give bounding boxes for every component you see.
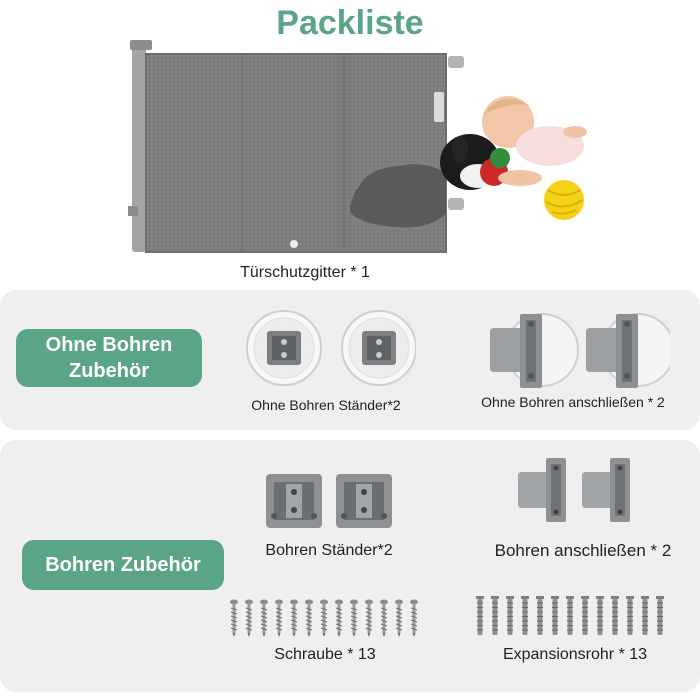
- screw-icon: [350, 599, 358, 637]
- drill-stand-image: [264, 472, 394, 532]
- baby-and-dog-photo: [360, 80, 600, 230]
- no-drill-stand-image: [246, 308, 416, 388]
- anchor-icon: [521, 596, 529, 635]
- safety-gate-image: [126, 38, 476, 260]
- screw-icon: [395, 599, 403, 637]
- drill-connector-image: [518, 456, 638, 526]
- screws-caption: Schraube * 13: [274, 646, 376, 663]
- anchor-icon: [476, 596, 484, 635]
- screw-icon: [245, 599, 253, 637]
- anchor-icon: [536, 596, 544, 635]
- page-title: Packliste: [276, 4, 424, 42]
- screw-icon: [305, 599, 313, 637]
- gate-caption: Türschutzgitter * 1: [240, 264, 370, 281]
- anchor-icon: [641, 596, 649, 635]
- anchor-icon: [551, 596, 559, 635]
- expansion-anchors-caption: Expansionsrohr * 13: [502, 646, 648, 663]
- no-drill-connector-caption: Ohne Bohren anschließen * 2: [481, 394, 665, 410]
- anchor-icon: [566, 596, 574, 635]
- drill-stand-caption: Bohren Ständer*2: [265, 542, 393, 559]
- screw-icon: [320, 599, 328, 637]
- no-drill-stand-caption: Ohne Bohren Ständer*2: [251, 397, 401, 413]
- no-drill-section-label: Ohne Bohren Zubehör: [16, 329, 202, 387]
- anchor-icon: [596, 596, 604, 635]
- screw-icon: [380, 599, 388, 637]
- screw-icon: [275, 599, 283, 637]
- screw-icon: [260, 599, 268, 637]
- anchor-icon: [656, 596, 664, 635]
- screw-icon: [365, 599, 373, 637]
- screws-image: [228, 598, 428, 638]
- expansion-anchors-image: [474, 594, 674, 640]
- anchor-icon: [581, 596, 589, 635]
- drill-section-label: Bohren Zubehör: [22, 540, 224, 590]
- screw-icon: [290, 599, 298, 637]
- drill-connector-caption: Bohren anschließen * 2: [494, 541, 672, 560]
- anchor-icon: [611, 596, 619, 635]
- anchor-icon: [491, 596, 499, 635]
- screw-icon: [410, 599, 418, 637]
- screw-icon: [230, 599, 238, 637]
- anchor-icon: [626, 596, 634, 635]
- no-drill-connector-image: [490, 308, 670, 392]
- anchor-icon: [506, 596, 514, 635]
- screw-icon: [335, 599, 343, 637]
